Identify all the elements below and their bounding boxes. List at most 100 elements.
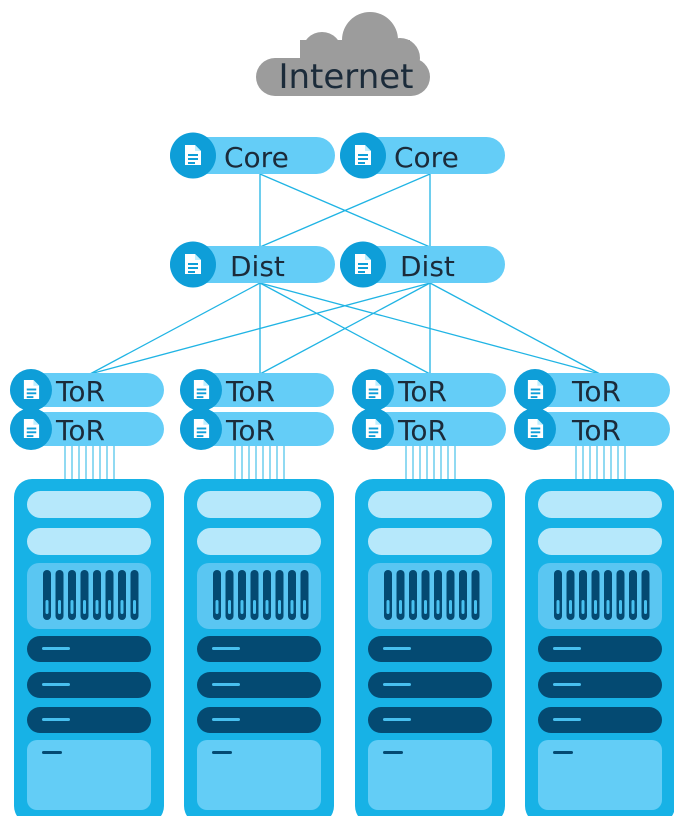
disk-led — [569, 600, 572, 614]
rack-unit — [538, 672, 662, 698]
disk-led — [215, 600, 219, 614]
disk-slot — [604, 570, 612, 620]
internet-label: Internet — [278, 57, 413, 97]
disk-slot — [238, 570, 246, 620]
rack-unit — [538, 707, 662, 733]
rack-bottom-bay — [197, 740, 321, 810]
rack-bottom-bay — [368, 740, 492, 810]
disk-slot — [68, 570, 76, 620]
tor-label: ToR — [397, 414, 447, 447]
disk-slot — [43, 570, 51, 620]
tor-label: ToR — [55, 414, 105, 447]
rack-bay — [197, 528, 321, 555]
rack-bottom-bay — [538, 740, 662, 810]
tor-label: ToR — [571, 414, 621, 447]
rack-unit-led — [553, 647, 581, 650]
disk-slot — [459, 570, 467, 620]
rack-unit-led — [42, 683, 70, 686]
rack-unit — [27, 707, 151, 733]
tor-switch-3a: ToR — [352, 369, 506, 411]
rack-unit — [368, 707, 492, 733]
disk-led — [45, 600, 49, 614]
rack-bay — [538, 528, 662, 555]
network-links — [89, 173, 601, 375]
core-switch-2: Core — [340, 132, 505, 179]
disk-slot — [288, 570, 296, 620]
disk-slot — [641, 570, 650, 620]
rack-unit — [197, 672, 321, 698]
rack-unit-led — [383, 718, 411, 721]
internet-cloud: Internet — [256, 12, 430, 97]
disk-led — [95, 600, 99, 614]
disk-led — [461, 600, 465, 614]
disk-led — [240, 600, 244, 614]
server-rack-icon — [355, 446, 505, 816]
disk-slot — [213, 570, 221, 620]
disk-led — [290, 600, 294, 614]
link-core2-dist1 — [259, 173, 431, 248]
disk-slot — [250, 570, 259, 620]
disk-led — [399, 600, 402, 614]
core-label: Core — [224, 141, 289, 174]
rack-unit — [538, 636, 662, 662]
link-dist1-tor1 — [89, 282, 261, 375]
disk-slot — [384, 570, 392, 620]
tor-switch-4a: ToR — [514, 369, 670, 411]
tor-label: ToR — [55, 375, 105, 408]
disk-led — [265, 600, 269, 614]
rack-bay — [197, 491, 321, 518]
dist-label: Dist — [400, 250, 455, 283]
link-dist2-tor4 — [429, 282, 601, 375]
tor-switch-2a: ToR — [180, 369, 334, 411]
rack-bay — [368, 528, 492, 555]
disk-led — [120, 600, 124, 614]
disk-slot — [105, 570, 114, 620]
disk-led — [474, 600, 477, 614]
disk-slot — [275, 570, 284, 620]
rack-unit-led — [383, 647, 411, 650]
server-rack-icon — [14, 446, 164, 816]
disk-led — [83, 600, 86, 614]
rack-bottom-led — [553, 751, 573, 754]
rack-bottom-led — [383, 751, 403, 754]
disk-led — [581, 600, 585, 614]
disk-slot — [130, 570, 139, 620]
tor-label: ToR — [397, 375, 447, 408]
rack-unit-led — [42, 647, 70, 650]
disk-slot — [579, 570, 587, 620]
link-dist2-tor2 — [259, 282, 431, 375]
core-label: Core — [394, 141, 459, 174]
rack-unit — [197, 636, 321, 662]
disk-led — [619, 600, 622, 614]
rack-bay — [27, 491, 151, 518]
disk-led — [644, 600, 647, 614]
disk-slot — [80, 570, 89, 620]
disk-led — [411, 600, 415, 614]
tor-switch-3b: ToR — [352, 408, 506, 450]
rack-bottom-led — [212, 751, 232, 754]
disk-slot — [55, 570, 64, 620]
disk-slot — [263, 570, 271, 620]
disk-slot — [566, 570, 575, 620]
cloud-icon — [256, 12, 430, 96]
disk-led — [606, 600, 610, 614]
dist-switch-2: Dist — [340, 241, 505, 288]
disk-slot — [93, 570, 101, 620]
rack-unit — [197, 707, 321, 733]
rack-unit — [368, 672, 492, 698]
disk-slot — [629, 570, 637, 620]
disk-led — [594, 600, 597, 614]
rack-unit-led — [383, 683, 411, 686]
rack-unit-led — [42, 718, 70, 721]
disk-slot — [300, 570, 309, 620]
rack-unit-led — [553, 718, 581, 721]
tor-label: ToR — [225, 414, 275, 447]
rack-bay — [538, 491, 662, 518]
disk-led — [424, 600, 427, 614]
rack-unit — [27, 636, 151, 662]
link-dist2-tor1 — [89, 282, 431, 375]
server-racks — [14, 446, 674, 816]
disk-led — [449, 600, 452, 614]
disk-led — [303, 600, 306, 614]
